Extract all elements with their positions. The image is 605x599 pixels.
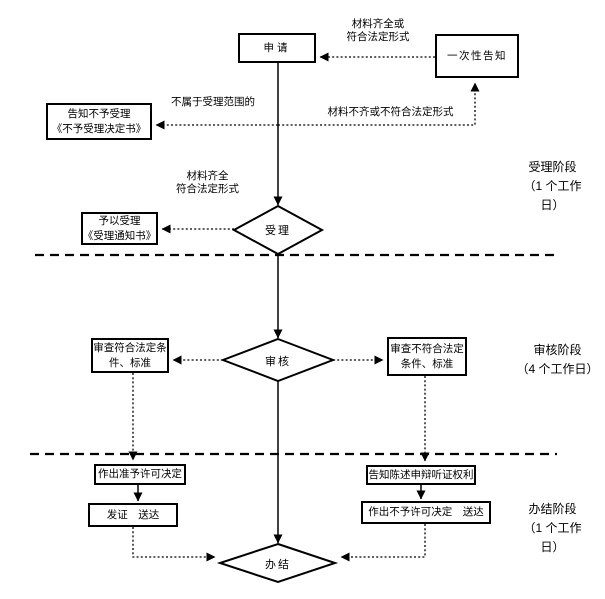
- complete-stage-line3: 日）: [540, 540, 565, 554]
- reject-notice-line1: 告知不予受理: [67, 107, 131, 120]
- materials-complete-or-line2: 符合法定形式: [346, 31, 410, 43]
- review-pass-box: 审查符合法定条件、标准: [91, 338, 169, 373]
- materials-complete-label: 材料齐全 符合法定形式: [165, 170, 250, 196]
- inform-rights-box: 告知陈述申辩听证权利: [366, 465, 476, 485]
- complete-stage-line1: 办结阶段: [528, 502, 577, 516]
- review-diamond: [220, 337, 336, 383]
- grant-decision-box: 作出准予许可决定: [94, 464, 186, 485]
- deny-decision-box: 作出不予许可决定 送达: [361, 501, 491, 524]
- accept-diamond-label: 受理: [265, 225, 291, 237]
- dotted-issue-to-complete: [132, 527, 216, 562]
- apply-box: 申请: [238, 33, 316, 63]
- issue-deliver-label: 发证 送达: [106, 508, 160, 521]
- accept-stage-label: 受理阶段 （1 个工作 日）: [510, 158, 595, 215]
- review-fail-box: 审查不符合法定条件、标准: [387, 337, 467, 376]
- inform-rights-label: 告知陈述申辩听证权利: [368, 468, 474, 481]
- accept-notice-line2: 《受理通知书》: [82, 229, 157, 242]
- complete-stage-label: 办结阶段 （1 个工作 日）: [510, 500, 595, 557]
- materials-complete-line2: 符合法定形式: [176, 183, 239, 195]
- materials-incomplete-label: 材料不齐或不符合法定形式: [327, 106, 454, 118]
- accept-notice-line1: 予以受理: [98, 214, 141, 227]
- one-time-notice-box: 一次性告知: [435, 34, 519, 78]
- apply-box-label: 申请: [263, 41, 291, 54]
- complete-diamond-label: 办结: [265, 559, 291, 571]
- materials-complete-line1: 材料齐全: [186, 170, 229, 182]
- out-of-scope-label: 不属于受理范围的: [171, 96, 255, 108]
- accept-notice-box: 予以受理 《受理通知书》: [81, 212, 158, 245]
- review-pass-label: 审查符合法定条件、标准: [93, 341, 167, 369]
- reject-notice-box: 告知不予受理 《不予受理决定书》: [46, 103, 152, 140]
- materials-complete-or-line1: 材料齐全或: [351, 18, 405, 30]
- accept-stage-line2: （1 个工作: [523, 179, 582, 193]
- accept-stage-line3: 日）: [540, 198, 565, 212]
- complete-stage-line2: （1 个工作: [523, 521, 582, 535]
- dotted-deny-to-complete: [340, 524, 426, 562]
- review-diamond-label: 审核: [265, 356, 291, 368]
- review-stage-line2: （4 个工作日）: [516, 362, 599, 376]
- issue-deliver-box: 发证 送达: [88, 503, 178, 527]
- reject-notice-line2: 《不予受理决定书》: [51, 122, 147, 135]
- review-stage-line1: 审核阶段: [533, 343, 582, 357]
- review-stage-label: 审核阶段 （4 个工作日）: [505, 341, 605, 379]
- grant-decision-label: 作出准予许可决定: [98, 468, 182, 480]
- accept-stage-line1: 受理阶段: [528, 160, 577, 174]
- deny-decision-label: 作出不予许可决定 送达: [368, 506, 484, 518]
- one-time-notice-label: 一次性告知: [447, 49, 507, 62]
- review-fail-label: 审查不符合法定条件、标准: [390, 342, 464, 370]
- materials-complete-or-label: 材料齐全或 符合法定形式: [328, 18, 428, 44]
- accept-diamond: [231, 204, 325, 256]
- complete-diamond: [216, 542, 339, 584]
